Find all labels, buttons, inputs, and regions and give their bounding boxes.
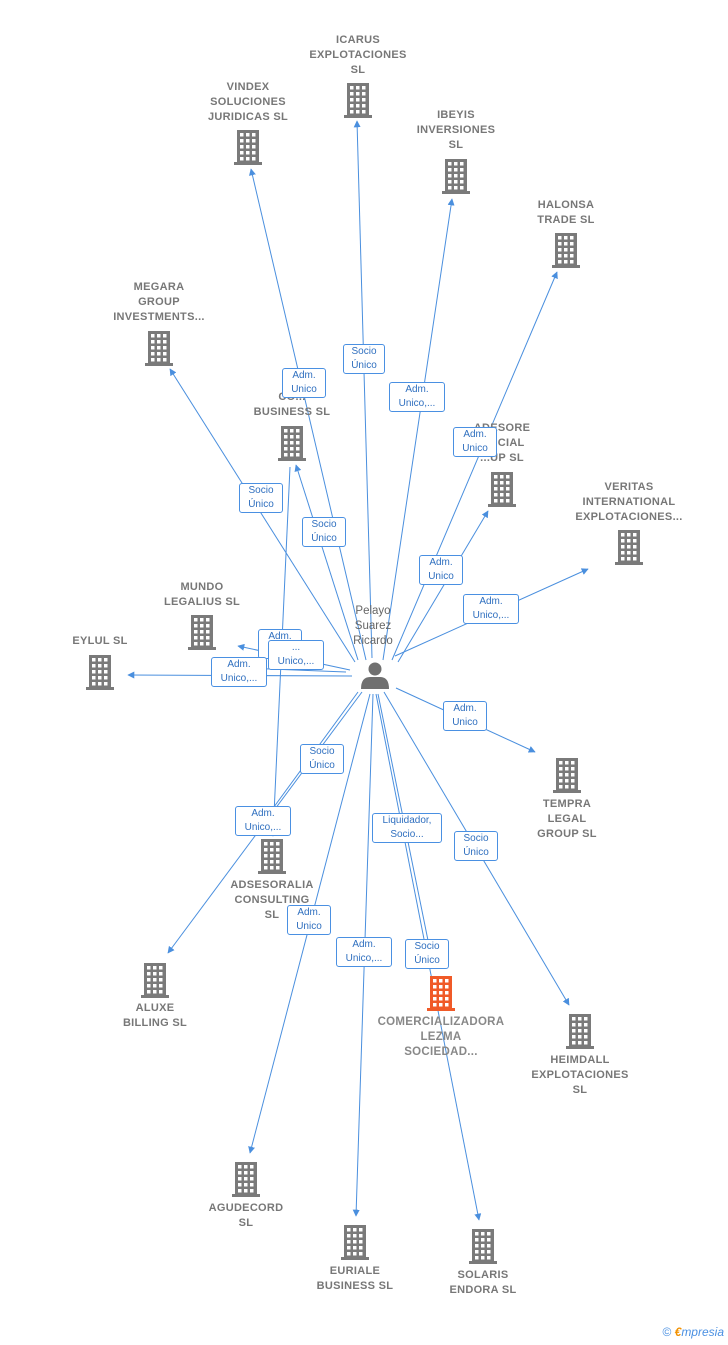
edge-adesore <box>397 510 489 663</box>
brand-name: mpresia <box>681 1325 724 1339</box>
company-label-megara[interactable]: MEGARA GROUP INVESTMENTS... <box>113 281 205 323</box>
edge-label-veritas[interactable]: Adm. Unico,... <box>463 594 519 624</box>
building-icon-vindex[interactable] <box>234 130 262 165</box>
nodes-layer <box>86 83 643 1264</box>
edge-label-agudecord[interactable]: Adm. Unico <box>287 905 331 935</box>
building-icon-ibeyis[interactable] <box>442 159 470 194</box>
building-icon-megara[interactable] <box>145 331 173 366</box>
company-label-heimdall[interactable]: HEIMDALL EXPLOTACIONES SL <box>531 1054 629 1096</box>
edge-label-vindex[interactable]: Adm. Unico <box>282 368 326 398</box>
person-label[interactable]: Pelayo Suarez Ricardo <box>353 605 393 647</box>
building-icon-adesore[interactable] <box>488 472 516 507</box>
company-label-vindex[interactable]: VINDEX SOLUCIONES JURIDICAS SL <box>208 81 288 123</box>
edge-label-tempra[interactable]: Adm. Unico <box>443 701 487 731</box>
edge-label-mundo[interactable]: ... Unico,... <box>268 640 324 670</box>
company-label-icarus[interactable]: ICARUS EXPLOTACIONES SL <box>309 34 407 76</box>
company-label-agudecord[interactable]: AGUDECORD SL <box>208 1202 284 1229</box>
building-icon-heimdall[interactable] <box>566 1014 594 1049</box>
footer-brand[interactable]: © €mpresia <box>662 1325 724 1339</box>
building-icon-icarus[interactable] <box>344 83 372 118</box>
company-label-euriale[interactable]: EURIALE BUSINESS SL <box>316 1265 394 1292</box>
company-label-adsesoralia[interactable]: ADSESORALIA CONSULTING SL <box>230 879 314 921</box>
building-icon-mundo[interactable] <box>188 615 216 650</box>
person-icon[interactable] <box>361 662 389 690</box>
company-label-comercializadora[interactable]: COMERCIALIZADORA LEZMA SOCIEDAD... <box>377 1016 505 1058</box>
edge-label-solaris[interactable]: Socio Único <box>405 939 449 969</box>
company-label-ibeyis[interactable]: IBEYIS INVERSIONES SL <box>416 109 496 151</box>
building-icon-adsesoralia[interactable] <box>258 839 286 874</box>
edge-label-adesore[interactable]: Adm. Unico <box>419 555 463 585</box>
edge-label-icarus[interactable]: Socio Único <box>343 344 385 374</box>
company-label-solaris[interactable]: SOLARIS ENDORA SL <box>449 1269 517 1296</box>
edge-label-comercializadora[interactable]: Liquidador, Socio... <box>372 813 442 843</box>
edge-label-heimdall[interactable]: Socio Único <box>454 831 498 861</box>
building-icon-eylul[interactable] <box>86 655 114 690</box>
company-label-veritas[interactable]: VERITAS INTERNATIONAL EXPLOTACIONES... <box>575 481 683 523</box>
company-label-eylul[interactable]: EYLUL SL <box>72 635 128 647</box>
edge-label-eylul[interactable]: Adm. Unico,... <box>211 657 267 687</box>
edge-label-aluxe[interactable]: Adm. Unico,... <box>235 806 291 836</box>
edge-megara <box>169 368 356 663</box>
edge-label-adsesoralia[interactable]: Socio Único <box>300 744 344 774</box>
building-icon-agudecord[interactable] <box>232 1162 260 1197</box>
edge-label-halonsa[interactable]: Adm. Unico <box>453 427 497 457</box>
edge-halonsa <box>391 271 558 661</box>
copyright-icon: © <box>662 1325 672 1339</box>
edge-label-cobusiness[interactable]: Socio Único <box>302 517 346 547</box>
company-label-tempra[interactable]: TEMPRA LEGAL GROUP SL <box>537 798 597 840</box>
building-icon-comercializadora[interactable] <box>427 976 455 1011</box>
brand-logo-icon: € <box>674 1325 682 1339</box>
edge-label-ibeyis[interactable]: Adm. Unico,... <box>389 382 445 412</box>
building-icon-solaris[interactable] <box>469 1229 497 1264</box>
company-label-halonsa[interactable]: HALONSA TRADE SL <box>537 199 595 226</box>
building-icon-cobusiness[interactable] <box>278 426 306 461</box>
building-icon-halonsa[interactable] <box>552 233 580 268</box>
building-icon-euriale[interactable] <box>341 1225 369 1260</box>
building-icon-aluxe[interactable] <box>141 963 169 998</box>
edge-ibeyis <box>382 198 455 661</box>
edge-cobusiness <box>294 464 359 661</box>
company-label-aluxe[interactable]: ALUXE BILLING SL <box>122 1002 188 1029</box>
building-icon-veritas[interactable] <box>615 530 643 565</box>
edge-label-megara[interactable]: Socio Único <box>239 483 283 513</box>
company-label-mundo[interactable]: MUNDO LEGALIUS SL <box>163 581 241 608</box>
edge-vindex <box>249 168 367 661</box>
building-icon-tempra[interactable] <box>553 758 581 793</box>
edge-icarus <box>353 120 373 659</box>
edge-label-euriale[interactable]: Adm. Unico,... <box>336 937 392 967</box>
